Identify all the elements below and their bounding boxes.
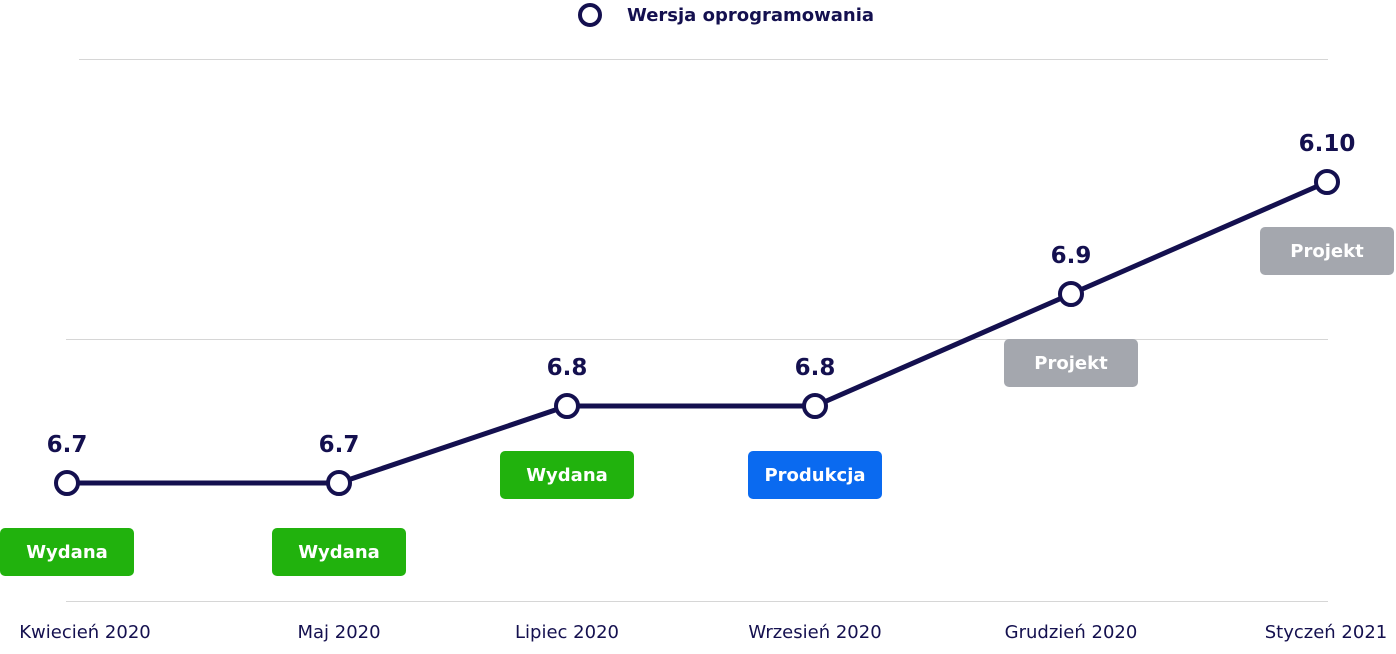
gridlines — [66, 59, 1328, 602]
status-badge: Projekt — [1260, 227, 1394, 275]
data-point — [1314, 169, 1340, 195]
x-tick-label: Styczeń 2021 — [1265, 622, 1388, 643]
status-badge-label: Produkcja — [764, 465, 865, 486]
series-layer — [64, 179, 1330, 486]
status-badge-bg — [0, 528, 134, 576]
status-badge: Wydana — [272, 528, 406, 576]
legend-label: Wersja oprogramowania — [627, 5, 874, 26]
legend: Wersja oprogramowania — [578, 3, 874, 27]
status-badge-bg — [1260, 227, 1394, 275]
data-point — [1058, 281, 1084, 307]
x-tick-label: Maj 2020 — [297, 622, 380, 643]
data-point — [54, 470, 80, 496]
status-badge: Wydana — [500, 451, 634, 499]
x-tick-label: Lipiec 2020 — [515, 622, 619, 643]
value-label: 6.7 — [319, 432, 360, 458]
value-label: 6.7 — [47, 432, 88, 458]
status-badge-label: Wydana — [526, 465, 608, 486]
data-points — [54, 169, 1340, 496]
x-tick-label: Grudzień 2020 — [1005, 622, 1138, 643]
status-badge-label: Projekt — [1034, 353, 1108, 374]
value-label: 6.10 — [1299, 131, 1356, 157]
data-point — [326, 470, 352, 496]
data-point — [554, 393, 580, 419]
status-badge: Produkcja — [748, 451, 882, 499]
status-badge-label: Wydana — [298, 542, 380, 563]
series-line — [64, 179, 1330, 486]
x-tick-label: Wrzesień 2020 — [748, 622, 881, 643]
status-badge: Projekt — [1004, 339, 1138, 387]
status-badge-label: Wydana — [26, 542, 108, 563]
status-badge-bg — [748, 451, 882, 499]
status-badge-label: Projekt — [1290, 241, 1364, 262]
data-point — [802, 393, 828, 419]
status-badge-bg — [272, 528, 406, 576]
value-label: 6.9 — [1051, 243, 1092, 269]
status-badge-bg — [1004, 339, 1138, 387]
value-label: 6.8 — [795, 355, 836, 381]
x-axis: Kwiecień 2020 Maj 2020 Lipiec 2020 Wrzesień… — [19, 622, 1387, 643]
value-labels: 6.7 6.7 6.8 6.8 6.9 6.10 — [47, 131, 1356, 458]
x-tick-label: Kwiecień 2020 — [19, 622, 151, 643]
legend-marker — [578, 3, 602, 27]
value-label: 6.8 — [547, 355, 588, 381]
status-badge: Wydana — [0, 528, 134, 576]
status-badge-bg — [500, 451, 634, 499]
